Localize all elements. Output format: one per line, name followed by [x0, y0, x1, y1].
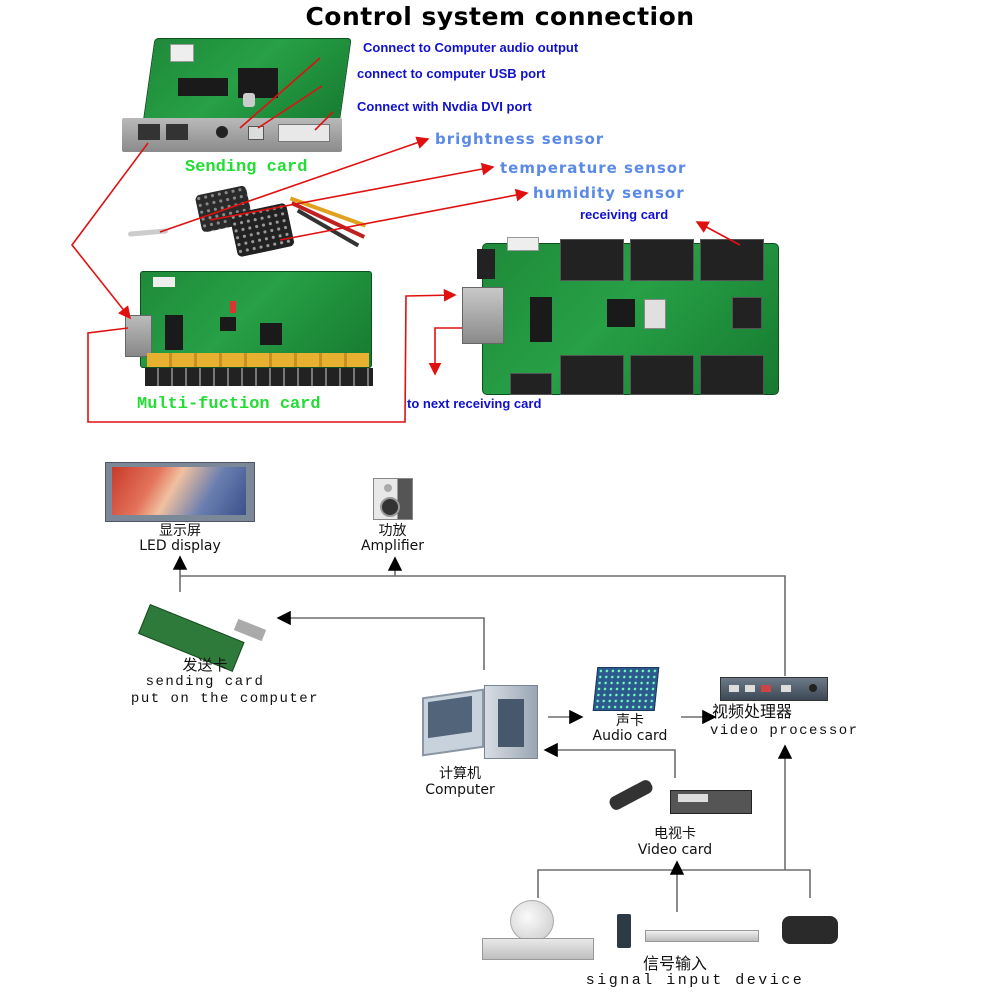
- signal-devices-icon: [480, 900, 840, 962]
- label-next-receiving-card: to next receiving card: [407, 396, 542, 411]
- arrow-usb-port: [257, 85, 323, 129]
- video-card-en: Video card: [637, 842, 713, 858]
- line-computer-to-sendcard: [276, 610, 485, 670]
- set-top-box-icon: [482, 938, 594, 960]
- remote-icon: [617, 914, 631, 948]
- dvd-player-icon: [645, 930, 759, 942]
- audio-card-en: Audio card: [592, 728, 668, 744]
- top-connection-arrows: [70, 57, 741, 423]
- video-processor-zh: 视频处理器: [712, 702, 793, 721]
- label-usb-port: connect to computer USB port: [357, 66, 546, 81]
- line-signal-bus: [537, 869, 811, 898]
- arrow-temperature: [209, 162, 495, 221]
- satellite-dish-icon: [510, 900, 554, 942]
- diagram-title: Control system connection: [305, 2, 695, 31]
- video-card-zh: 电视卡: [654, 826, 696, 842]
- sending-card-en2: put on the computer: [130, 691, 320, 707]
- label-audio-output: Connect to Computer audio output: [363, 40, 579, 55]
- led-display-zh: 显示屏: [159, 523, 201, 539]
- receiving-card-image: [462, 237, 782, 397]
- sending-card-image: [118, 38, 352, 156]
- caption-sending-card: Sending card: [185, 158, 308, 177]
- arrow-brightness: [159, 136, 430, 233]
- sending-card-en: sending card: [145, 674, 265, 690]
- computer-zh: 计算机: [439, 766, 481, 782]
- video-processor-en: video processor: [710, 723, 859, 739]
- signal-input-en: signal input device: [585, 972, 805, 989]
- led-display-icon: [105, 462, 255, 522]
- led-display-node: [105, 462, 255, 522]
- multifunction-card-image: [125, 265, 380, 395]
- arrow-receiving-card: [695, 221, 741, 246]
- pci-card-icon: [138, 598, 270, 672]
- label-temperature-sensor: temperature sensor: [500, 159, 687, 177]
- label-humidity-sensor: humidity sensor: [533, 184, 685, 202]
- camcorder-icon: [782, 916, 838, 944]
- caption-multifunction-card: Multi-fuction card: [137, 395, 321, 414]
- arrow-multifunction-to-receiving: [87, 288, 457, 423]
- label-brightness-sensor: brightness sensor: [435, 130, 605, 148]
- label-dvi-port: Connect with Nvdia DVI port: [357, 99, 532, 114]
- computer-en: Computer: [425, 782, 495, 798]
- led-display-en: LED display: [139, 538, 221, 554]
- arrow-dvi-port: [314, 111, 334, 131]
- audio-card-zh: 声卡: [616, 713, 644, 729]
- arrow-audio-output: [239, 57, 321, 129]
- speaker-icon: [373, 478, 413, 520]
- amplifier-en: Amplifier: [360, 538, 425, 554]
- label-receiving-card: receiving card: [580, 207, 669, 222]
- arrow-sending-to-multifunction: [70, 142, 149, 320]
- line-processor-to-amplifier: [387, 556, 786, 676]
- video-processor-icon: [720, 677, 828, 701]
- computer-icon: [420, 685, 540, 760]
- arrow-humidity: [279, 188, 529, 241]
- sound-card-icon: [592, 667, 660, 711]
- arrow-to-next-receiving: [428, 327, 462, 376]
- signal-input-zh: 信号输入: [642, 954, 707, 973]
- line-videocard-to-computer: [543, 742, 676, 778]
- sending-card-zh: 发送卡: [182, 656, 228, 674]
- tv-card-icon: [607, 778, 758, 823]
- amplifier-zh: 功放: [378, 523, 407, 539]
